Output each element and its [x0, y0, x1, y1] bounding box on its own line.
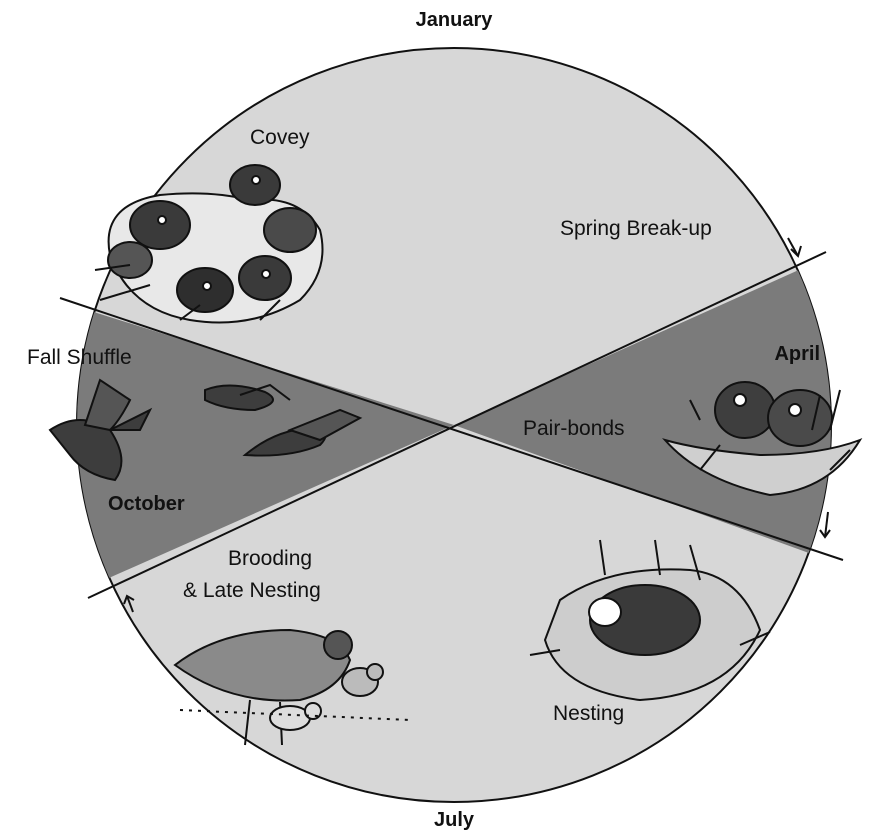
month-january: January	[416, 9, 494, 31]
phase-brooding: Brooding	[228, 547, 312, 570]
phase-pair-bonds: Pair-bonds	[523, 417, 625, 440]
phase-nesting: Nesting	[553, 702, 624, 725]
month-october: October	[108, 493, 185, 515]
month-july: July	[434, 809, 475, 831]
phase-spring-breakup: Spring Break-up	[560, 217, 712, 240]
phase-covey: Covey	[250, 126, 310, 149]
phase-late-nesting: & Late Nesting	[183, 579, 321, 602]
month-april: April	[774, 343, 820, 365]
phase-fall-shuffle: Fall Shuffle	[27, 346, 132, 369]
arrow-nesting-icon	[820, 512, 830, 537]
